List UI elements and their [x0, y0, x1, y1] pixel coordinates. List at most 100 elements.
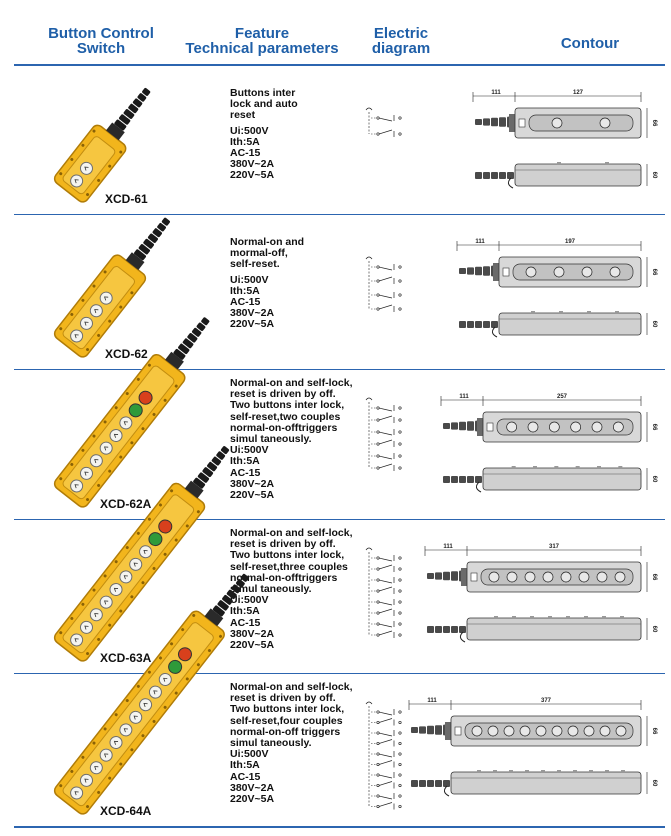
parameter-line: Ui:500V — [230, 273, 269, 286]
contour-side-view — [450, 771, 642, 795]
row-divider — [14, 519, 665, 520]
cable-segment — [475, 321, 482, 328]
indicator-button — [138, 390, 153, 405]
label-plate — [518, 118, 526, 128]
parameter-line: AC-15 — [230, 616, 261, 629]
screw — [147, 670, 151, 674]
contour-button — [599, 725, 611, 737]
feature-line: simul taneously. — [230, 583, 312, 596]
push-button — [70, 786, 84, 800]
model-label: XCD-61 — [105, 192, 148, 206]
dimension-height: 66 — [651, 269, 657, 276]
parameter-line: 220V~5A — [230, 639, 275, 652]
cable-segment — [499, 172, 506, 179]
cable-segment — [475, 476, 482, 483]
contour-button — [560, 571, 572, 583]
push-button — [99, 748, 113, 762]
arrow-icon — [143, 703, 148, 708]
switch-contact — [371, 730, 402, 737]
screw — [103, 574, 107, 578]
cable-segment — [451, 476, 458, 483]
cable-gland — [477, 418, 485, 436]
cable-segment — [427, 725, 434, 735]
push-button — [109, 736, 123, 750]
contour-button — [596, 571, 608, 583]
arrow-icon — [74, 334, 79, 339]
parameter-line: Ui:500V — [230, 748, 269, 761]
screw — [97, 637, 101, 641]
cable-segment — [435, 725, 442, 735]
dimension-height: 66 — [651, 574, 657, 581]
feature-line: lock and auto — [230, 98, 298, 111]
switch-contact — [371, 564, 402, 572]
switch-contact — [371, 772, 402, 779]
screw — [70, 157, 74, 161]
feature-line: Buttons inter — [230, 87, 296, 99]
feature-line: reset is driven by off. — [230, 388, 336, 401]
cable-segment — [459, 476, 466, 483]
parameter-line: 380V~2A — [230, 781, 275, 794]
button-profile — [575, 466, 580, 469]
cable-segment — [467, 421, 474, 431]
cable-segment — [459, 421, 466, 431]
parameter-line: 380V~2A — [230, 477, 275, 490]
screw — [163, 552, 167, 556]
cable-segment — [467, 476, 474, 483]
screw — [119, 305, 123, 309]
cable-sleeve — [134, 217, 170, 261]
feature-line: reset — [230, 109, 256, 122]
parameter-line: Ith:5A — [230, 455, 260, 468]
screw — [86, 805, 90, 809]
screw — [103, 270, 107, 274]
parameter-line: 220V~5A — [230, 318, 275, 331]
cable-gland — [493, 263, 501, 281]
arrow-icon — [104, 600, 109, 605]
cable-segment — [507, 172, 514, 179]
hanging-hook — [459, 631, 466, 643]
push-button — [109, 429, 123, 443]
cable-segment — [491, 117, 498, 127]
cable-segment — [483, 118, 490, 126]
feature-text: Normal-on and self-lock,reset is driven … — [230, 377, 353, 501]
contour-side-view — [482, 467, 642, 491]
header-line: Technical parameters — [185, 40, 339, 57]
button-profile — [584, 616, 588, 619]
cable-sleeve — [114, 87, 151, 131]
arrow-icon — [94, 613, 99, 618]
screw — [81, 602, 85, 606]
dimension-depth: 60 — [651, 321, 657, 328]
screw — [130, 441, 134, 445]
button-panel — [528, 114, 634, 132]
header-line: Button Control — [48, 25, 154, 42]
screw — [86, 652, 90, 656]
screw — [119, 150, 123, 154]
screw — [81, 448, 85, 452]
arrow-icon — [84, 166, 89, 171]
switch-contact — [371, 429, 402, 436]
contour-button — [525, 266, 537, 278]
contour-button — [583, 725, 595, 737]
screw — [136, 684, 140, 688]
contour-button — [567, 725, 579, 737]
electric-diagram — [365, 107, 402, 137]
button-panel — [512, 263, 634, 281]
contour-button — [615, 725, 627, 737]
screw — [207, 649, 211, 653]
cable-segment — [443, 626, 450, 633]
cable-segment — [467, 321, 474, 328]
model-label: XCD-64A — [100, 804, 152, 818]
parameter-line: 380V~2A — [230, 158, 275, 171]
switch-contact — [371, 304, 402, 312]
feature-text: Normal-on and self-lock,reset is driven … — [230, 527, 353, 652]
hanging-hook — [475, 481, 482, 493]
screw — [219, 634, 223, 638]
contour-side-view — [514, 163, 642, 187]
pendant-photo — [53, 87, 151, 203]
screw — [141, 581, 145, 585]
contour-side-view — [466, 617, 642, 641]
parameter-line: Ith:5A — [230, 759, 260, 772]
actuator-symbol — [365, 256, 373, 260]
parameter-line: AC-15 — [230, 296, 261, 309]
button-profile — [530, 616, 534, 619]
